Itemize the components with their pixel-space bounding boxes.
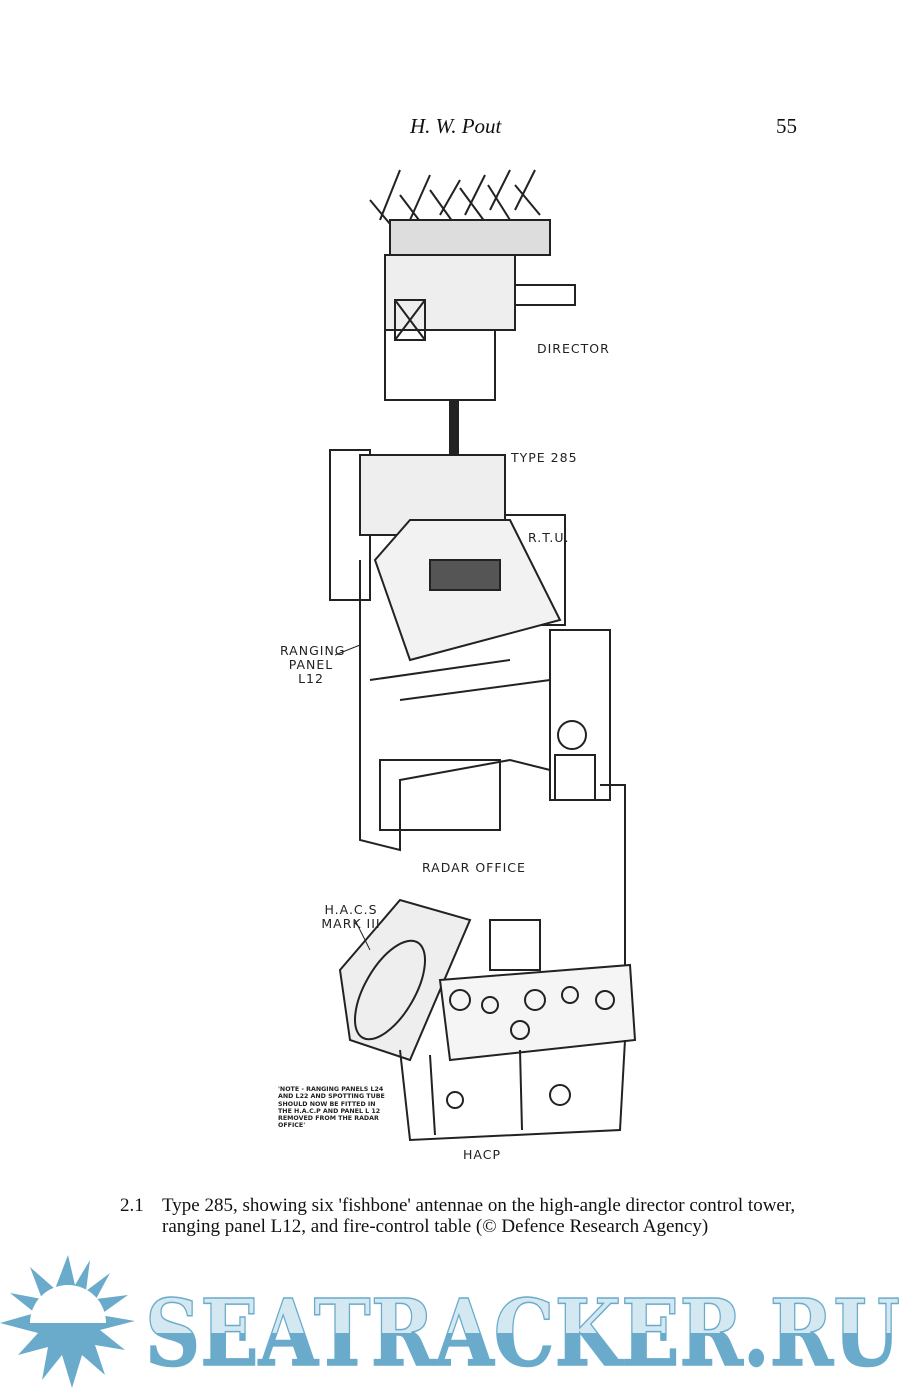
label-rtu: R.T.U. xyxy=(528,530,570,545)
label-ranging-panel: RANGING PANEL L12 xyxy=(280,643,346,686)
label-type-285: TYPE 285 xyxy=(511,450,578,465)
watermark-text: SEATRACKER.RU xyxy=(145,1279,900,1387)
label-hacs: H.A.C.S MARK III xyxy=(315,903,387,931)
label-line: H.A.C.S xyxy=(324,902,378,917)
label-line: L12 xyxy=(298,671,324,686)
label-line: RANGING xyxy=(280,643,346,658)
page-number: 55 xyxy=(776,114,797,138)
seatracker-watermark: SEATRACKER.RU xyxy=(0,1255,901,1388)
radar-equipment-illustration xyxy=(329,169,637,1142)
director-drawing xyxy=(369,169,576,466)
label-director: DIRECTOR xyxy=(537,341,610,356)
caption-text: Type 285, showing six 'fishbone' antenna… xyxy=(162,1195,796,1237)
sun-logo-icon xyxy=(0,1255,135,1388)
label-line: PANEL xyxy=(288,657,334,672)
label-radar-office: RADAR OFFICE xyxy=(422,860,526,875)
radar-office-drawing xyxy=(329,449,626,970)
caption-number: 2.1 xyxy=(120,1195,144,1216)
label-hacp: HACP xyxy=(463,1147,501,1162)
hacp-drawing xyxy=(338,898,637,1142)
label-line: MARK III xyxy=(321,916,381,931)
figure-note: 'Note - Ranging panels L24 and L22 and s… xyxy=(278,1086,385,1130)
running-header-author: H. W. Pout xyxy=(410,114,502,138)
